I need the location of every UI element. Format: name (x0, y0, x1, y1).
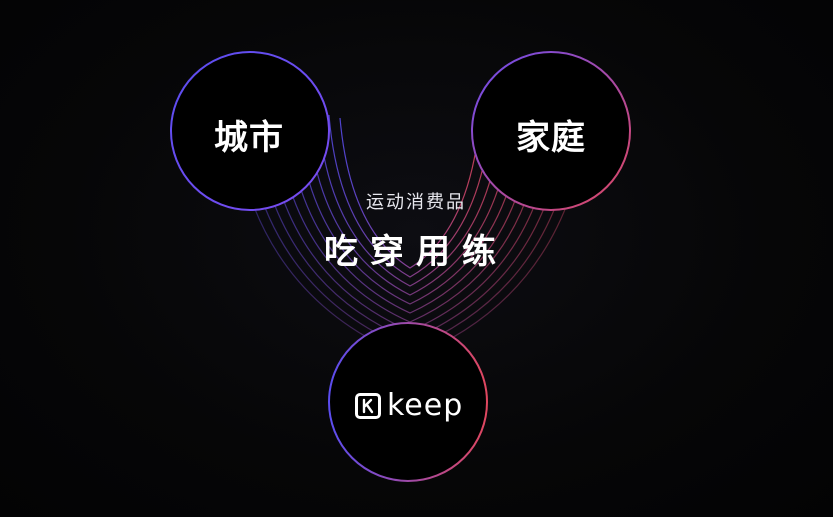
keep-circle (328, 322, 488, 482)
arc-line (328, 114, 492, 278)
city-circle (170, 51, 330, 211)
home-circle (471, 51, 631, 211)
city-label: 城市 (214, 118, 284, 158)
arc-line (339, 117, 481, 269)
center-title: 吃穿用练 (324, 232, 508, 272)
keep-logo: keep (355, 388, 463, 424)
arc-line (317, 111, 503, 287)
keep-wordmark: keep (387, 388, 464, 423)
center-subtitle: 运动消费品 (366, 192, 466, 213)
keep-k-icon (355, 393, 381, 419)
home-label: 家庭 (516, 118, 586, 158)
